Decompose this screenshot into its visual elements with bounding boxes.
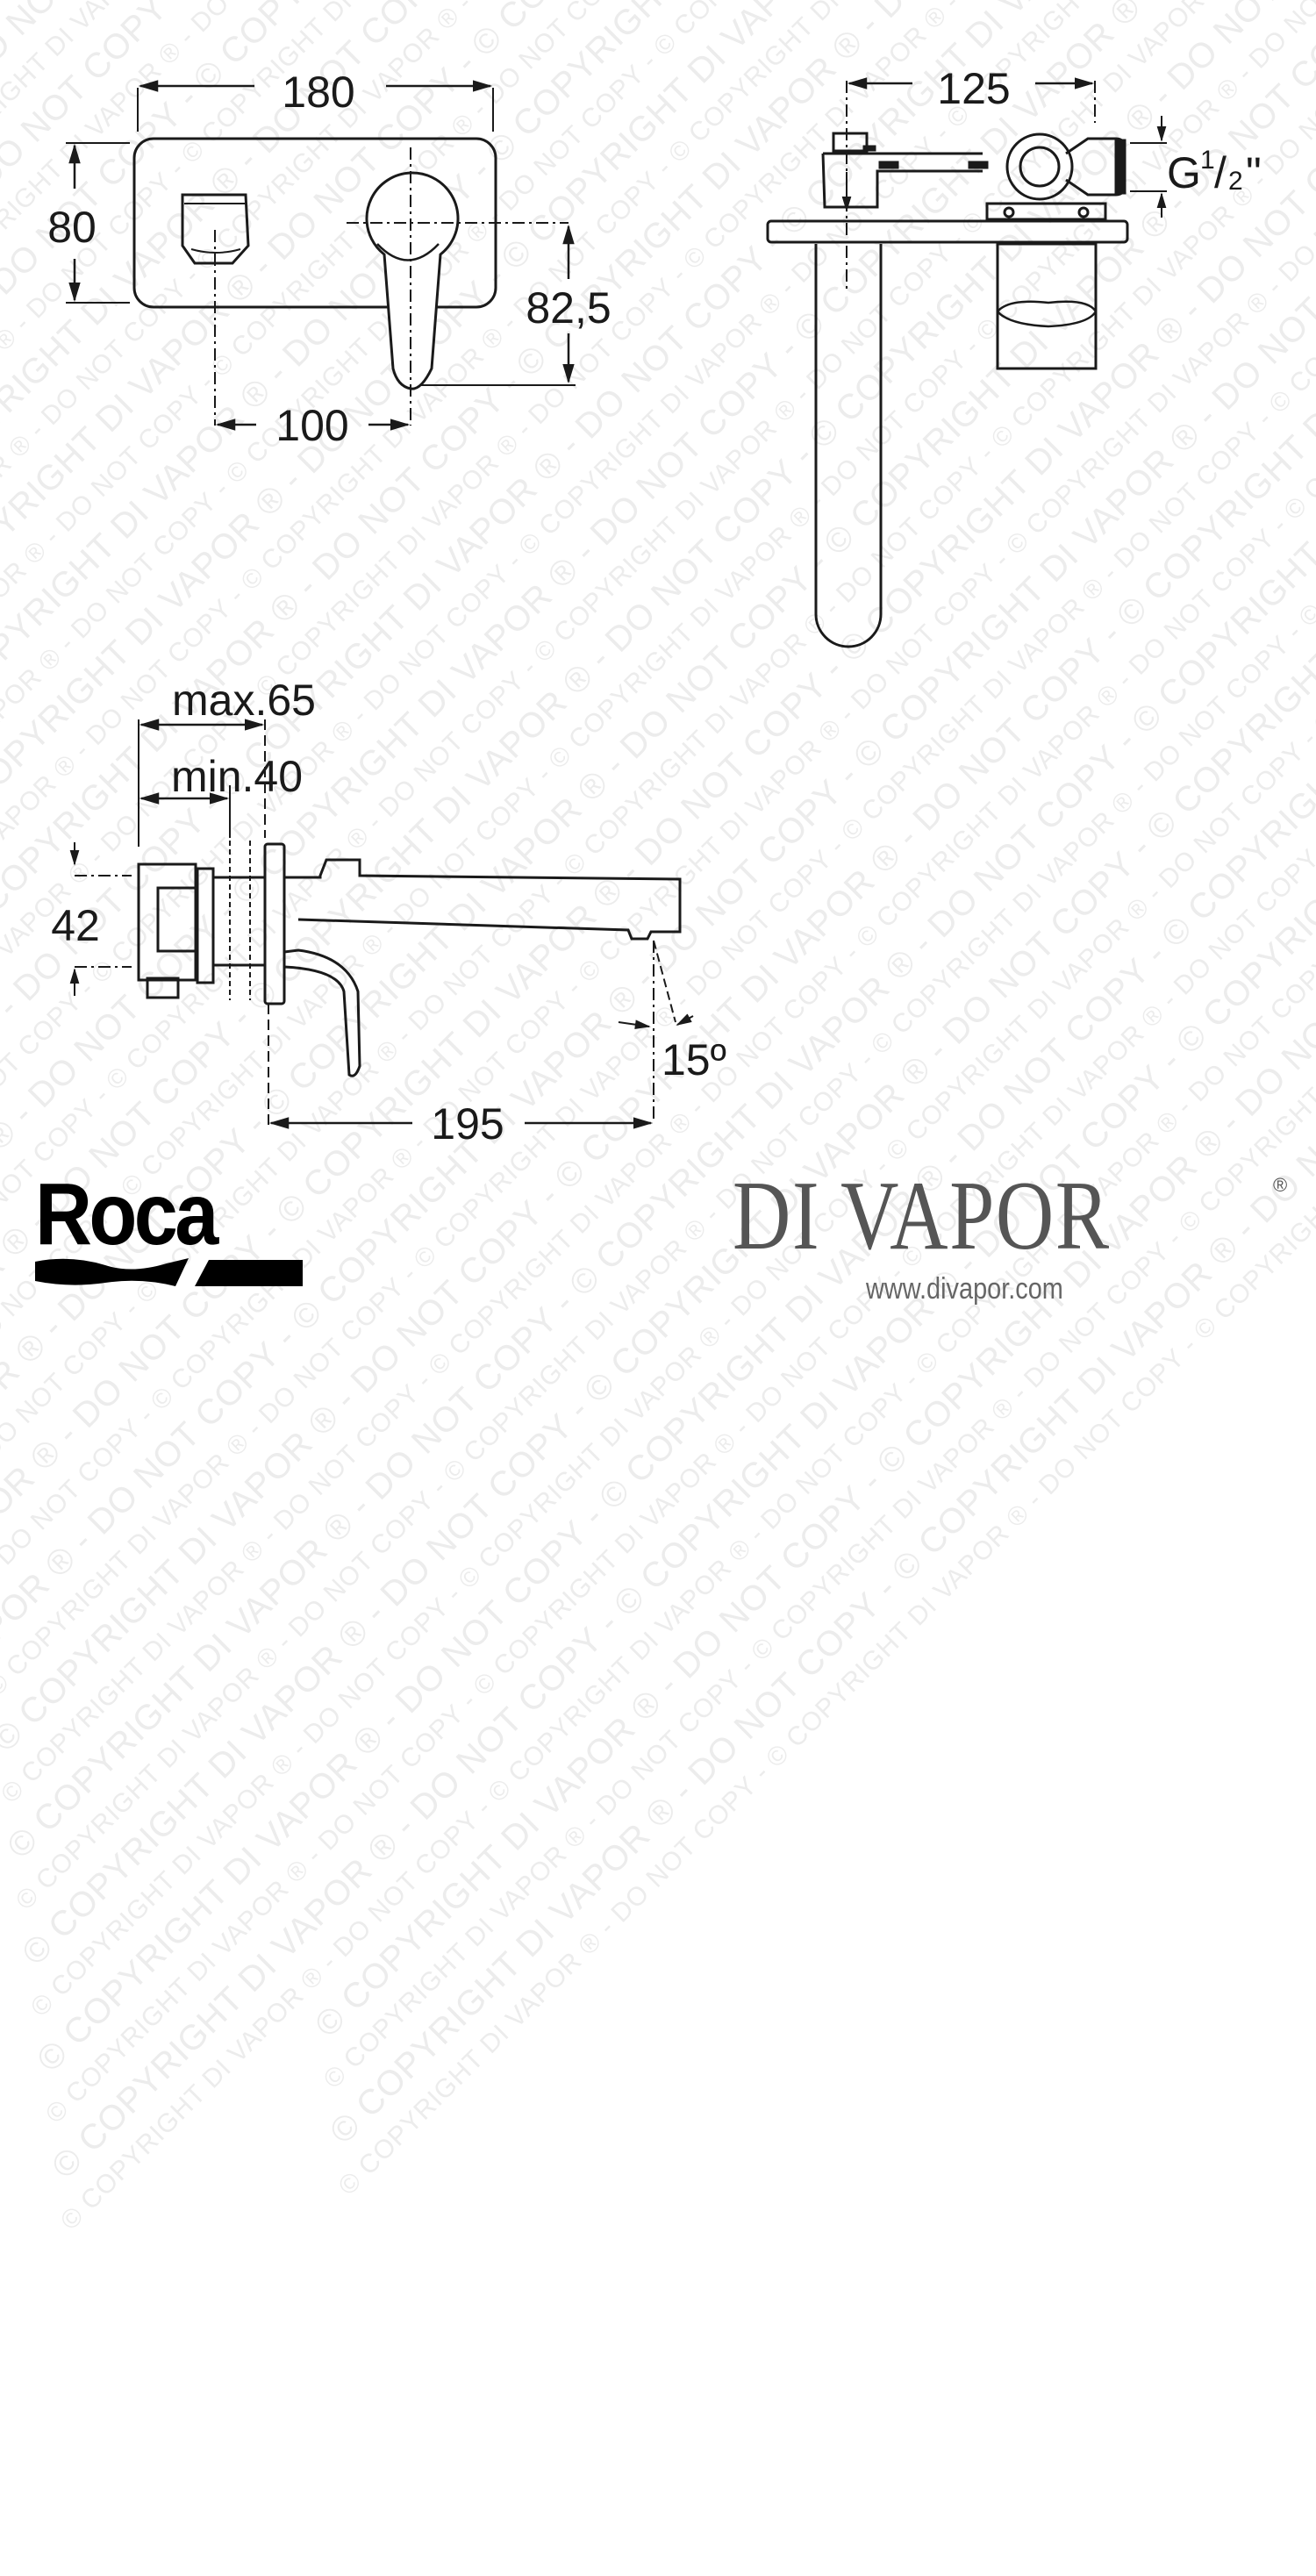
technical-drawing: 180 80 82,5 100 (47, 64, 1262, 1148)
thread-size-label-main: G (1167, 148, 1201, 197)
roca-wordmark: Roca (35, 1165, 218, 1263)
height-dimension-label: 80 (47, 203, 97, 252)
handle-offset-dimension-label: 82,5 (526, 283, 611, 333)
spacing-dimension-label: 100 (275, 401, 348, 450)
top-view (766, 77, 1167, 648)
thread-size-denominator: 2 (1228, 167, 1243, 196)
divapor-url[interactable]: www.divapor.com (866, 1272, 1063, 1306)
thread-size-slash: / (1214, 148, 1227, 197)
divapor-logo: DI VAPOR ® www.divapor.com (733, 1162, 1294, 1306)
thread-size-numerator: 1 (1200, 146, 1215, 175)
body-height-label: 42 (51, 901, 100, 950)
max-depth-label: max.65 (172, 676, 316, 725)
width-dimension-label: 180 (282, 68, 354, 117)
divapor-wordmark: DI VAPOR (733, 1162, 1111, 1270)
front-view (66, 80, 576, 431)
min-depth-label: min.40 (171, 752, 303, 801)
registered-mark: ® (1273, 1174, 1288, 1196)
side-view (69, 719, 694, 1129)
spout-length-label: 195 (431, 1099, 504, 1148)
roca-wave-icon (35, 1258, 303, 1286)
depth-dimension-label: 125 (937, 64, 1010, 113)
thread-size-inch-mark: " (1246, 148, 1262, 197)
spout-angle-label: 15º (662, 1035, 726, 1084)
roca-logo: Roca (35, 1165, 307, 1286)
